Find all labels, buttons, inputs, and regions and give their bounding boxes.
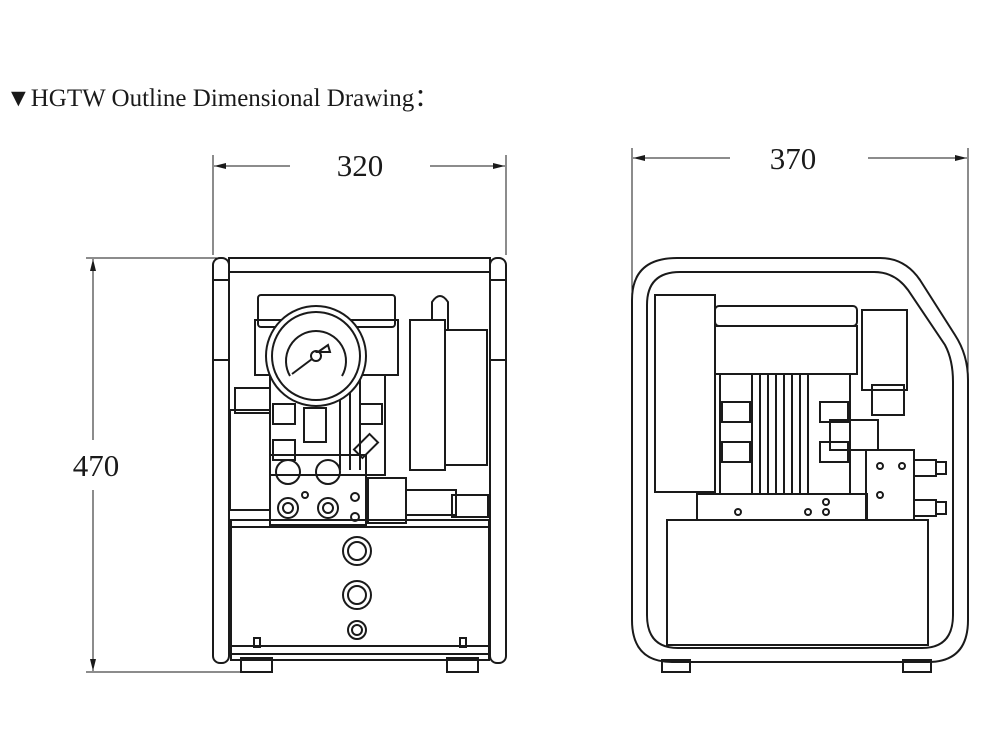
width-label: 320: [337, 148, 384, 183]
front-view: [212, 257, 507, 673]
side-view: [631, 257, 969, 673]
title-text: HGTW Outline Dimensional Drawing: [30, 85, 415, 112]
pressure-gauge-icon: [265, 305, 367, 407]
front-height-dimension: 470: [73, 257, 240, 673]
side-depth-dimension: 370: [631, 141, 969, 380]
height-label: 470: [73, 448, 120, 483]
drawing-title: ▼HGTW Outline Dimensional Drawing：: [6, 78, 439, 114]
title-colon: ：: [414, 85, 440, 112]
front-width-dimension: 320: [212, 148, 507, 255]
oil-tank-side: [666, 519, 929, 646]
triangle-marker-icon: ▼: [6, 85, 31, 112]
oil-tank-front: [230, 519, 490, 661]
depth-label: 370: [770, 141, 817, 176]
